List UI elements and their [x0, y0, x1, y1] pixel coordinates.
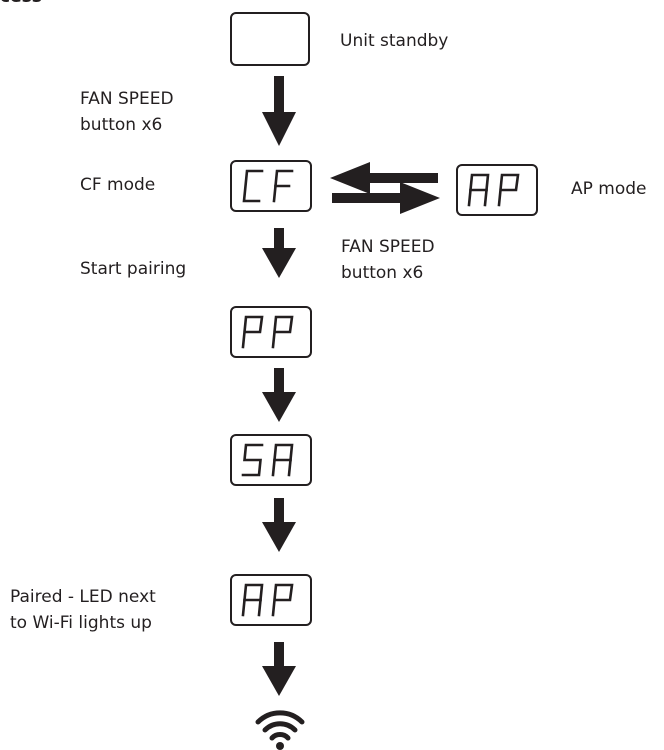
cf-mode-label: CF mode	[80, 175, 156, 195]
diagram-heading: cess	[0, 0, 42, 7]
down-arrow-icon	[262, 76, 296, 146]
standby-display	[230, 12, 310, 66]
sa-display	[230, 434, 312, 486]
start-pairing-label: Start pairing	[80, 259, 187, 279]
paired-label: Paired - LED next to Wi-Fi lights up	[10, 587, 156, 633]
ap-mode-label: AP mode	[571, 179, 647, 199]
swap-arrows-icon	[330, 162, 440, 214]
down-arrow-icon	[262, 642, 296, 696]
standby-label: Unit standby	[340, 31, 449, 51]
ap-segment-text	[467, 173, 520, 207]
down-arrow-icon	[262, 228, 296, 278]
fan-speed-step-label: FAN SPEED button x6	[341, 237, 435, 283]
down-arrow-icon	[262, 368, 296, 422]
sa-segment-text	[241, 443, 294, 477]
ap-paired-display	[230, 574, 312, 626]
ap-mode-display	[456, 164, 538, 216]
fan-speed-step-label: FAN SPEED button x6	[80, 89, 174, 135]
down-arrow-icon	[262, 498, 296, 552]
pp-display	[230, 306, 312, 358]
wifi-icon	[255, 710, 305, 750]
pp-segment-text	[241, 315, 294, 349]
ap-paired-segment-text	[241, 583, 294, 617]
cf-segment-text	[242, 169, 294, 203]
cf-display	[230, 160, 312, 212]
